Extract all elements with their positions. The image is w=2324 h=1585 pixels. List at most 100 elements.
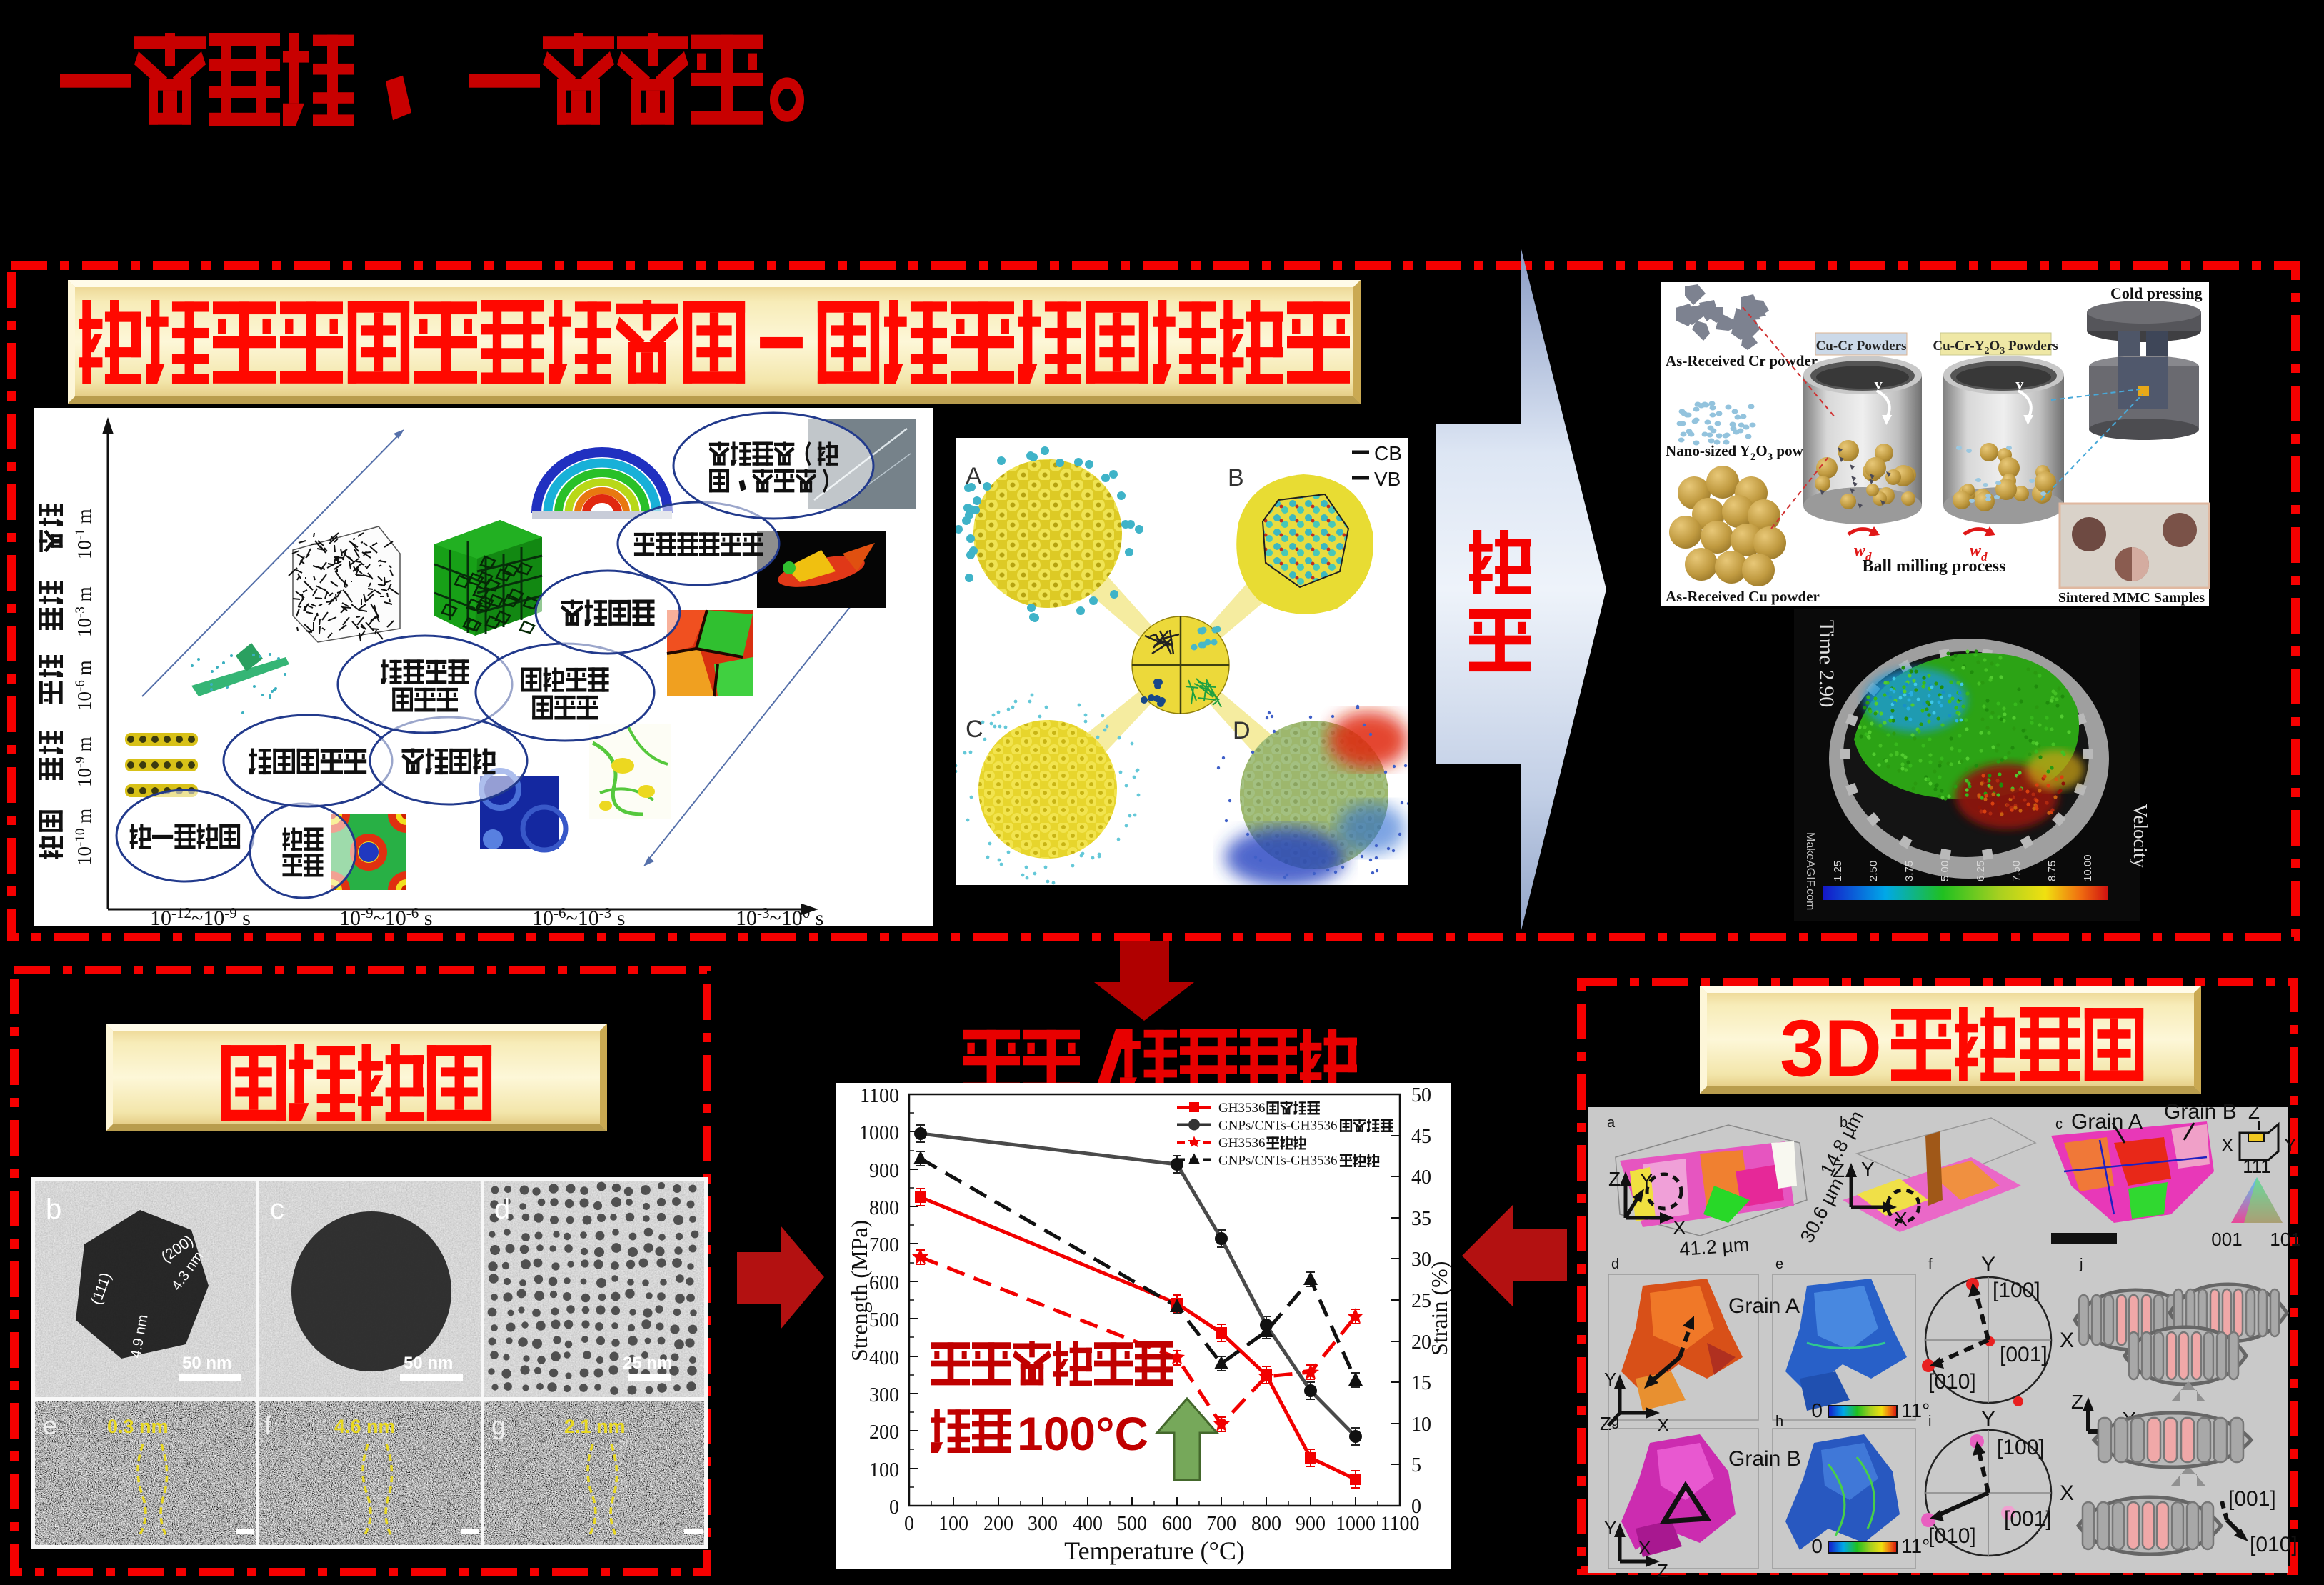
svg-text:GNPs/CNTs-GH3536: GNPs/CNTs-GH3536 [1218,1154,1338,1169]
svg-text:700: 700 [1206,1513,1236,1535]
svg-text:VB: VB [1374,468,1401,490]
svg-text:GH3536: GH3536 [1218,1101,1265,1116]
svg-text:1000: 1000 [859,1122,899,1144]
svg-text:300: 300 [869,1384,899,1406]
svg-text:Velocity: Velocity [2130,804,2151,868]
svg-text:800: 800 [1251,1513,1281,1535]
svg-text:Time 2.90: Time 2.90 [1815,620,1838,707]
svg-text:Temperature (°C): Temperature (°C) [1064,1536,1245,1565]
svg-text:1000: 1000 [1336,1513,1376,1535]
svg-text:0: 0 [889,1496,899,1519]
svg-text:As-Received Cu powder: As-Received Cu powder [1666,588,1820,605]
svg-text:Grain A: Grain A [2071,1110,2143,1134]
svg-text:500: 500 [1117,1513,1147,1535]
svg-text:0: 0 [1811,1535,1823,1557]
svg-text:2.50: 2.50 [1868,861,1880,881]
svg-text:900: 900 [1296,1513,1326,1535]
svg-text:10-3~100 s: 10-3~100 s [736,904,823,930]
svg-text:3D: 3D [1780,1004,1882,1093]
svg-text:111: 111 [2243,1156,2271,1177]
svg-text:X: X [1673,1216,1686,1239]
svg-text:2.1 nm: 2.1 nm [564,1416,626,1437]
svg-text:5.00: 5.00 [1939,861,1951,881]
svg-text:10.00: 10.00 [2082,854,2094,881]
svg-text:j: j [2079,1256,2083,1272]
svg-text:Z: Z [2248,1101,2260,1123]
svg-text:X: X [2221,1134,2233,1156]
svg-text:Grain A: Grain A [1728,1294,1800,1318]
svg-text:5: 5 [1411,1454,1421,1476]
svg-text:50 nm: 50 nm [182,1354,231,1373]
svg-text:10-6~10-3 s: 10-6~10-3 s [532,904,625,930]
svg-text:300: 300 [1028,1513,1058,1535]
svg-text:c: c [2055,1116,2063,1132]
svg-text:0: 0 [904,1513,914,1535]
svg-text:001: 001 [2211,1229,2242,1250]
svg-text:Cold pressing: Cold pressing [2110,284,2203,302]
svg-text:X: X [1894,1208,1908,1230]
svg-text:Strain (%): Strain (%) [1426,1261,1452,1356]
svg-text:25 nm: 25 nm [623,1354,672,1373]
svg-text:D: D [1233,717,1251,744]
svg-text:6.25: 6.25 [1975,861,1987,881]
svg-text:10: 10 [1411,1414,1431,1436]
svg-text:Strength (MPa): Strength (MPa) [846,1220,872,1361]
svg-text:As-Received Cr powder: As-Received Cr powder [1666,352,1818,369]
svg-text:0.3 nm: 0.3 nm [107,1416,169,1437]
svg-text:600: 600 [869,1272,899,1294]
svg-text:[100]: [100] [1993,1279,2040,1302]
svg-text:b: b [1840,1115,1848,1131]
svg-text:Y: Y [1604,1369,1616,1390]
svg-text:Y: Y [2284,1134,2296,1156]
svg-text:30: 30 [1411,1249,1431,1271]
svg-text:25: 25 [1411,1290,1431,1312]
svg-text:1100: 1100 [860,1085,899,1107]
svg-text:11°: 11° [1901,1535,1930,1557]
svg-text:b: b [46,1194,61,1225]
svg-text:X: X [1638,1537,1651,1559]
svg-text:Z: Z [1608,1168,1621,1190]
svg-text:400: 400 [1073,1513,1103,1535]
svg-text:GNPs/CNTs-GH3536: GNPs/CNTs-GH3536 [1218,1119,1338,1134]
svg-text:f: f [1928,1256,1933,1272]
svg-text:900: 900 [869,1160,899,1182]
svg-text:X: X [1657,1414,1669,1436]
svg-text:Y: Y [1981,1253,1995,1276]
svg-text:X: X [2060,1329,2074,1352]
svg-text:8.75: 8.75 [2046,861,2058,881]
svg-text:1.25: 1.25 [1832,861,1844,881]
svg-text:45: 45 [1411,1126,1431,1148]
svg-text:Z: Z [1600,1413,1611,1434]
svg-text:Sintered MMC Samples: Sintered MMC Samples [2058,590,2205,606]
svg-text:CB: CB [1374,442,1402,464]
svg-text:15: 15 [1411,1372,1431,1394]
svg-text:11°: 11° [1901,1399,1930,1421]
svg-text:f: f [264,1411,272,1440]
svg-text:20: 20 [1411,1331,1431,1354]
svg-text:7.50: 7.50 [2010,861,2023,881]
svg-text:h: h [1775,1414,1783,1429]
svg-text:600: 600 [1162,1513,1192,1535]
svg-text:[010]: [010] [1928,1524,1976,1548]
svg-text:Ball milling process: Ball milling process [1863,557,2006,576]
svg-text:0: 0 [1411,1496,1421,1518]
svg-text:X: X [2060,1481,2074,1505]
svg-text:MakeAGIF.com: MakeAGIF.com [1804,832,1816,910]
svg-text:[010]: [010] [2250,1533,2298,1556]
svg-text:Y: Y [1981,1407,1995,1431]
svg-text:C: C [966,716,983,743]
svg-text:40: 40 [1411,1166,1431,1189]
svg-text:Grain B: Grain B [1728,1447,1801,1471]
svg-text:4.6 nm: 4.6 nm [334,1416,396,1437]
svg-text:i: i [1928,1414,1931,1429]
svg-text:d: d [1611,1256,1619,1272]
svg-text:41.2 µm: 41.2 µm [1678,1234,1750,1260]
svg-text:101: 101 [2270,1229,2300,1250]
svg-text:[100]: [100] [1997,1436,2045,1459]
svg-text:Y: Y [1861,1158,1875,1180]
svg-text:500: 500 [869,1309,899,1331]
svg-text:100°C: 100°C [1017,1407,1148,1460]
svg-text:a: a [1607,1115,1616,1131]
svg-text:800: 800 [869,1197,899,1219]
svg-text:35: 35 [1411,1208,1431,1230]
